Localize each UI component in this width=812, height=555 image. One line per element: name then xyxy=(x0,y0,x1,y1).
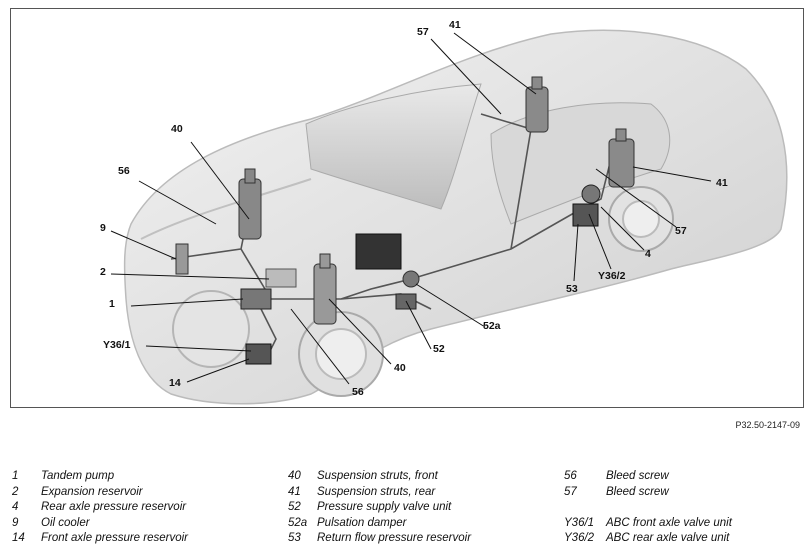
legend-column-2: 40 Suspension struts, front 41 Suspension … xyxy=(288,470,558,548)
legend-number: 1 xyxy=(12,470,19,482)
callout-53: 53 xyxy=(566,283,578,295)
legend-text: ABC front axle valve unit xyxy=(606,516,732,529)
legend-text: Oil cooler xyxy=(41,516,90,529)
legend-text: Tandem pump xyxy=(41,470,115,482)
callout-56-left: 56 xyxy=(118,165,130,177)
legend-row: 1 Tandem pump xyxy=(12,470,282,486)
leader-lines xyxy=(110,32,712,385)
legend-text: Bleed screw xyxy=(606,470,669,482)
callout-14: 14 xyxy=(169,377,181,389)
legend-number: 52 xyxy=(288,501,301,513)
legend-row xyxy=(564,501,804,517)
callout-40-left: 40 xyxy=(171,123,183,135)
rear-strut-top xyxy=(525,76,549,133)
callout-41-right: 41 xyxy=(716,177,728,189)
legend-text: Bleed screw xyxy=(606,485,669,498)
legend-row: 9 Oil cooler xyxy=(12,517,282,533)
callout-52a: 52a xyxy=(483,320,501,332)
legend-text: Front axle pressure reservoir xyxy=(41,532,188,544)
legend-number: Y36/2 xyxy=(564,532,595,544)
legend-number: 41 xyxy=(288,485,301,498)
battery-block xyxy=(355,233,402,270)
oil-cooler xyxy=(175,243,189,275)
callout-Y36-2: Y36/2 xyxy=(598,270,626,282)
callout-40-bottom: 40 xyxy=(394,362,406,374)
legend-row: 14 Front axle pressure reservoir xyxy=(12,532,282,548)
legend-number: 4 xyxy=(12,501,19,513)
legend-row: 2 Expansion reservoir xyxy=(12,486,282,502)
legend-text: Expansion reservoir xyxy=(41,485,143,498)
legend-number: 2 xyxy=(12,485,19,498)
legend-number: 56 xyxy=(564,470,577,482)
callout-1: 1 xyxy=(109,298,115,310)
legend-text: ABC rear axle valve unit xyxy=(606,532,730,544)
callout-9: 9 xyxy=(100,222,106,234)
windshield xyxy=(305,83,482,210)
callout-56-bottom: 56 xyxy=(352,386,364,398)
callout-2: 2 xyxy=(100,266,106,278)
callout-Y36-1: Y36/1 xyxy=(103,339,131,351)
legend-row: 56 Bleed screw xyxy=(564,470,804,486)
legend-text: Suspension struts, front xyxy=(317,470,438,482)
legend-number: Y36/1 xyxy=(564,516,595,529)
legend-number: 57 xyxy=(564,485,577,498)
pulsation-damper xyxy=(402,270,420,288)
legend-row: 52a Pulsation damper xyxy=(288,517,558,533)
car-illustration xyxy=(110,29,788,405)
legend-text: Pressure supply valve unit xyxy=(317,501,452,513)
legend-row: Y36/1 ABC front axle valve unit xyxy=(564,517,804,533)
legend-text: Suspension struts, rear xyxy=(317,485,436,498)
return-flow-reservoir xyxy=(581,184,601,204)
figure-reference: P32.50-2147-09 xyxy=(735,420,800,430)
legend-text: Return flow pressure reservoir xyxy=(317,532,472,544)
callout-57-top: 57 xyxy=(417,26,429,38)
legend-row: 52 Pressure supply valve unit xyxy=(288,501,558,517)
legend-number: 53 xyxy=(288,532,301,544)
legend-row: 40 Suspension struts, front xyxy=(288,470,558,486)
callout-52: 52 xyxy=(433,343,445,355)
legend-number: 52a xyxy=(288,516,308,529)
callout-57-right: 57 xyxy=(675,225,687,237)
legend-row: 57 Bleed screw xyxy=(564,486,804,502)
legend-text: Pulsation damper xyxy=(317,516,407,529)
rear-valve-unit xyxy=(572,203,599,227)
callout-41-top: 41 xyxy=(449,19,461,31)
legend-row: 41 Suspension struts, rear xyxy=(288,486,558,502)
front-strut-left xyxy=(238,168,262,240)
front-valve-unit xyxy=(245,343,272,365)
legend-row: 53 Return flow pressure reservoir xyxy=(288,532,558,548)
legend-number: 9 xyxy=(12,516,19,529)
legend-number: 14 xyxy=(12,532,25,544)
front-strut-right xyxy=(313,253,337,325)
legend-number: 40 xyxy=(288,470,301,482)
legend-text: Rear axle pressure reservoir xyxy=(41,501,187,513)
legend-row: 4 Rear axle pressure reservoir xyxy=(12,501,282,517)
callout-4: 4 xyxy=(645,248,651,260)
legend-column-1: 1 Tandem pump 2 Expansion reservoir 4 Rear … xyxy=(12,470,282,548)
tandem-pump xyxy=(240,288,272,310)
legend-row: Y36/2 ABC rear axle valve unit xyxy=(564,532,804,548)
expansion-reservoir xyxy=(265,268,297,288)
system-diagram: 41 57 40 56 9 2 1 Y36/1 14 56 40 52 52a … xyxy=(10,8,804,408)
